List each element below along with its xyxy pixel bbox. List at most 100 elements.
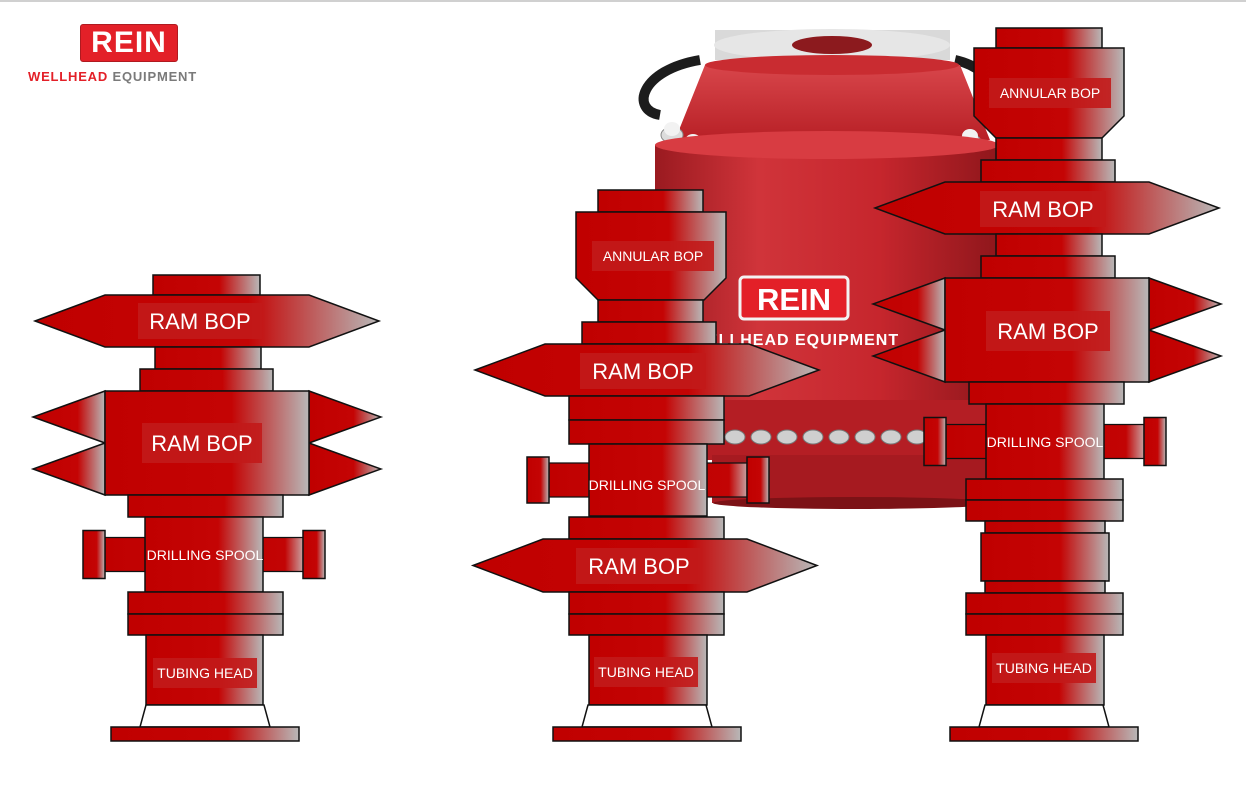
logo-subtitle: WELLHEAD EQUIPMENT [28, 69, 238, 84]
component-label: DRILLING SPOOL [987, 434, 1104, 450]
logo-text: REIN [91, 26, 167, 59]
drilling-spool [526, 443, 770, 517]
bolt-nut [776, 429, 798, 445]
component-label: DRILLING SPOOL [147, 547, 264, 563]
flange [581, 321, 717, 345]
spool-flange-right [302, 529, 326, 580]
label-text: ANNULAR BOP [1000, 85, 1100, 101]
flange [965, 613, 1124, 636]
component-label: TUBING HEAD [594, 657, 698, 687]
bolt-nut [828, 429, 850, 445]
stack-left: RAM BOP RAM BOP DRILLING SPOOL TUBING HEAD [30, 274, 384, 742]
flange [597, 299, 704, 323]
bore [792, 36, 872, 54]
label-text: RAM BOP [997, 319, 1098, 344]
base-skirt [581, 704, 713, 728]
bolt-nut [750, 429, 772, 445]
flange [965, 499, 1124, 522]
label-background [594, 657, 698, 687]
base-plate [110, 726, 300, 742]
spool-flange-right [1143, 416, 1167, 467]
flange [568, 395, 725, 421]
label-background [989, 78, 1111, 108]
component-label: TUBING HEAD [992, 653, 1096, 683]
flange [995, 27, 1103, 49]
label-background [992, 653, 1096, 683]
body-logo-badge [738, 275, 850, 321]
top-cap [675, 65, 990, 140]
flange [995, 233, 1103, 257]
label-background [138, 303, 262, 339]
component-label: RAM BOP [138, 303, 262, 339]
component-label: ANNULAR BOP [592, 241, 714, 271]
bolt-nut [854, 429, 876, 445]
label-text: DRILLING SPOOL [987, 434, 1104, 450]
lifting-handle-left [638, 55, 701, 120]
label-text: DRILLING SPOOL [147, 547, 264, 563]
flange [980, 255, 1116, 279]
label-text: RAM BOP [149, 309, 250, 334]
ram-arm [1148, 328, 1224, 384]
component-label: ANNULAR BOP [989, 78, 1111, 108]
flange [980, 159, 1116, 183]
label-text: TUBING HEAD [598, 664, 694, 680]
ram-arm [1148, 276, 1224, 332]
component-label: RAM BOP [580, 353, 706, 389]
rein-logo: REIN WELLHEAD EQUIPMENT [28, 22, 238, 92]
component-label: DRILLING SPOOL [589, 477, 706, 493]
spool-flange-left [526, 456, 550, 504]
flange [995, 137, 1103, 161]
base [110, 704, 300, 742]
label-background [142, 423, 262, 463]
label-text: RAM BOP [992, 197, 1093, 222]
label-text: TUBING HEAD [157, 665, 253, 681]
logo-subtitle-gray: EQUIPMENT [112, 69, 197, 84]
body-logo-text: REIN [757, 282, 831, 317]
flange [965, 592, 1124, 615]
flange [139, 368, 274, 392]
label-background [986, 311, 1110, 351]
flange [127, 494, 284, 518]
bolt-nut [880, 429, 902, 445]
flange [152, 274, 261, 296]
label-text: RAM BOP [592, 359, 693, 384]
base [552, 704, 742, 742]
stack-middle: ANNULAR BOP RAM BOP DRILLING SPOOL RAM BOP T… [470, 189, 822, 742]
ram-arm [308, 441, 384, 497]
base-plate [552, 726, 742, 742]
flange [568, 591, 725, 615]
top-cap-rim [705, 55, 959, 75]
logo-subtitle-red: WELLHEAD [28, 69, 109, 84]
ram-arm [308, 389, 384, 445]
flange [568, 419, 725, 445]
top-divider [0, 0, 1246, 2]
bolt-nut [802, 429, 824, 445]
flange [984, 520, 1106, 534]
label-background [592, 241, 714, 271]
label-background [153, 658, 257, 688]
flange [568, 613, 725, 636]
body-upper-rim [655, 131, 999, 159]
flange [154, 346, 262, 370]
base-plate [949, 726, 1139, 742]
base [949, 704, 1139, 742]
drilling-spool [923, 403, 1167, 480]
ram-arm [30, 441, 106, 497]
spool-flange-right [746, 456, 770, 504]
label-background [576, 548, 702, 584]
component-label: RAM BOP [980, 191, 1106, 227]
stack-right: ANNULAR BOP RAM BOP RAM BOP DRILLING SPOOL T… [870, 27, 1224, 742]
component-label: RAM BOP [986, 311, 1110, 351]
label-text: TUBING HEAD [996, 660, 1092, 676]
label-text: DRILLING SPOOL [589, 477, 706, 493]
label-text: ANNULAR BOP [603, 248, 703, 264]
label-text: RAM BOP [588, 554, 689, 579]
spacer-spool [980, 532, 1110, 582]
flange [127, 591, 284, 615]
label-text: RAM BOP [151, 431, 252, 456]
component-label: RAM BOP [576, 548, 702, 584]
drilling-spool [82, 516, 326, 593]
logo-badge: REIN [80, 24, 178, 62]
